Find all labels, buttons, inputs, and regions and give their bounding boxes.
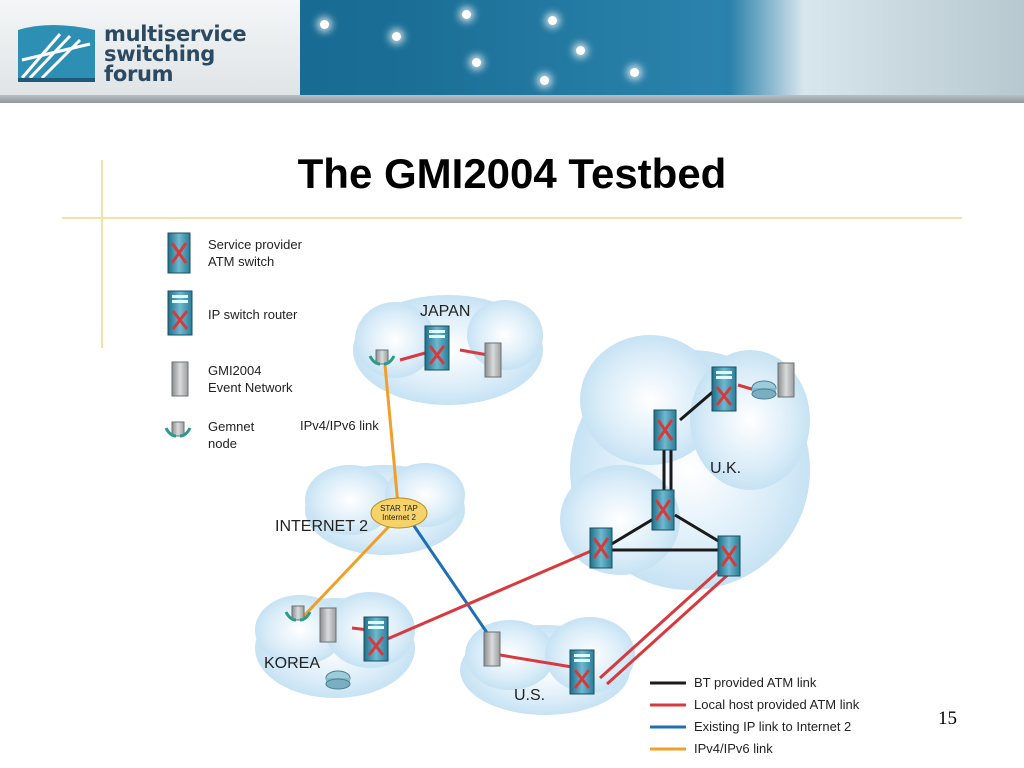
sparkle-icon bbox=[472, 58, 481, 67]
region-label-japan: JAPAN bbox=[420, 303, 470, 320]
side-rule bbox=[101, 160, 103, 348]
star-tap-label: STAR TAP bbox=[380, 504, 418, 513]
sparkle-icon bbox=[630, 68, 639, 77]
banner-edge bbox=[0, 95, 1024, 103]
ip-router-icon bbox=[166, 289, 194, 337]
sparkle-icon bbox=[540, 76, 549, 85]
logo-line-3: forum bbox=[104, 62, 174, 86]
legend-gemnet-line-2: node bbox=[208, 436, 237, 451]
sparkle-icon bbox=[548, 16, 557, 25]
icon-legend: Service provider ATM switch IP switch ro… bbox=[164, 231, 303, 451]
legend-atm-line-2: ATM switch bbox=[208, 254, 274, 269]
gemnet-node-icon bbox=[164, 420, 192, 438]
ip-link-us bbox=[408, 519, 494, 641]
logo-line-2: switching bbox=[104, 42, 216, 66]
uk-cloud bbox=[560, 335, 810, 590]
atm-link-us-uk-2 bbox=[605, 569, 734, 686]
legend-label-local: Local host provided ATM link bbox=[694, 697, 860, 712]
logo-wordmark: multiservice switching forum bbox=[104, 22, 247, 86]
atm-link-us-uk-1 bbox=[598, 563, 727, 680]
links bbox=[298, 348, 756, 686]
ipv6-link-japan bbox=[383, 364, 400, 506]
sparkle-icon bbox=[462, 10, 471, 19]
legend-server-line-2: Event Network bbox=[208, 380, 293, 395]
logo-panel: multiservice switching forum bbox=[0, 0, 300, 95]
title-rule bbox=[62, 217, 962, 219]
page-number: 15 bbox=[938, 708, 957, 729]
header-banner: multiservice switching forum bbox=[0, 0, 1024, 103]
ipv6-link-korea bbox=[298, 518, 397, 622]
slide-title: The GMI2004 Testbed bbox=[297, 150, 727, 197]
region-label-us: U.S. bbox=[514, 687, 545, 704]
legend-gemnet-line-1: Gemnet bbox=[208, 419, 255, 434]
star-tap-node: STAR TAP Internet 2 bbox=[370, 497, 428, 529]
legend-label-ipv6: IPv4/IPv6 link bbox=[694, 741, 773, 756]
atm-link-korea-uk bbox=[384, 546, 599, 642]
korea-cloud bbox=[255, 592, 415, 698]
ipv6-link-annotation: IPv4/IPv6 link bbox=[300, 418, 379, 433]
legend-label-bt: BT provided ATM link bbox=[694, 675, 817, 690]
legend-server-line-1: GMI2004 bbox=[208, 363, 261, 378]
sparkle-icon bbox=[576, 46, 585, 55]
region-label-uk: U.K. bbox=[710, 460, 741, 477]
msf-logo-icon bbox=[18, 25, 95, 82]
server-icon bbox=[171, 361, 189, 397]
globe-image bbox=[730, 0, 1024, 95]
link-legend: BT provided ATM link Local host provided… bbox=[650, 675, 860, 756]
legend-router-line-1: IP switch router bbox=[208, 307, 298, 322]
star-tap-sublabel: Internet 2 bbox=[382, 513, 416, 522]
region-label-internet2: INTERNET 2 bbox=[275, 518, 368, 535]
sparkle-icon bbox=[320, 20, 329, 29]
legend-atm-line-1: Service provider bbox=[208, 237, 303, 252]
legend-label-ip: Existing IP link to Internet 2 bbox=[694, 719, 851, 734]
region-label-korea: KOREA bbox=[264, 655, 320, 672]
atm-switch-icon bbox=[166, 231, 192, 275]
atm-link-us-local bbox=[499, 653, 579, 670]
sparkle-icon bbox=[392, 32, 401, 41]
logo-line-1: multiservice bbox=[104, 22, 247, 46]
